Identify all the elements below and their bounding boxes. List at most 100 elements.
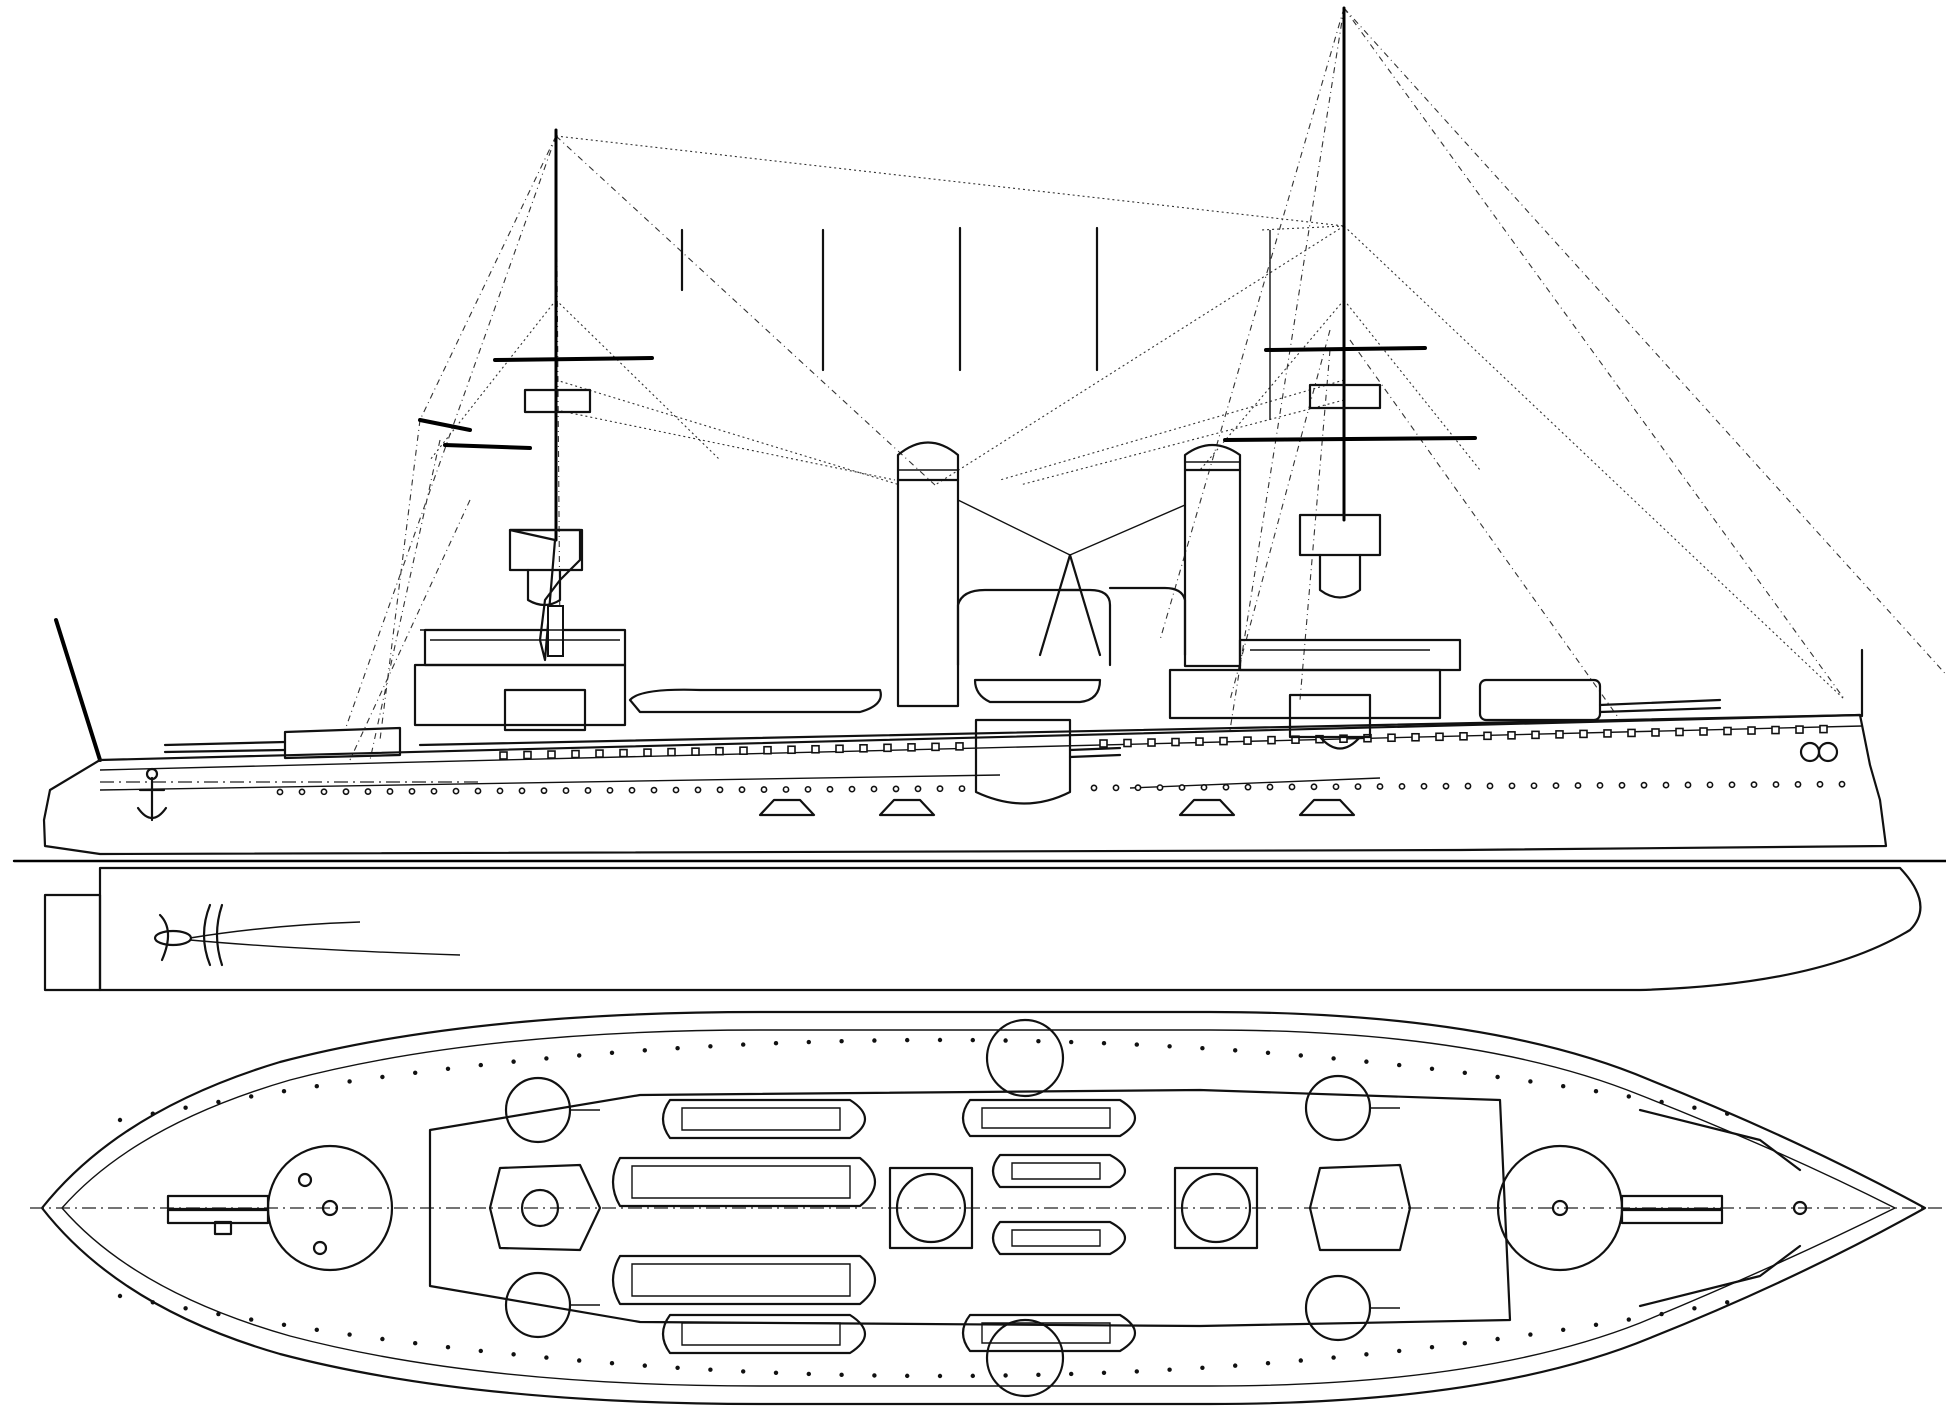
deck-fitting [511,1059,516,1064]
window [595,749,604,758]
deck-fitting [1167,1367,1172,1372]
window [1219,736,1228,746]
porthole [584,787,592,794]
porthole [738,786,746,794]
deck-fitting [1265,1361,1271,1366]
deck-fitting [347,1079,352,1084]
porthole [1596,782,1604,789]
hull-upper [42,713,1888,856]
porthole [848,785,856,793]
deck-fitting [445,1066,451,1072]
deck-fitting [544,1056,549,1061]
deck-fitting [413,1341,418,1346]
porthole [716,786,724,794]
deck-fitting [1003,1373,1008,1378]
deck-fitting [1298,1053,1304,1058]
porthole [342,788,350,796]
deck-fitting [675,1365,680,1371]
boat-interior [681,1107,841,1131]
porthole [1442,782,1450,790]
aft-funnel [1183,443,1242,668]
plan-funnels [888,1166,1259,1250]
window [739,746,748,756]
porthole [1486,782,1494,790]
window [1363,733,1372,743]
porthole [1090,784,1098,792]
deck-fitting [1495,1336,1500,1342]
porthole [1200,783,1208,791]
porthole [1398,782,1406,790]
window [1603,729,1612,738]
porthole [672,786,680,794]
window [1819,724,1828,734]
deck-fitting [544,1355,549,1360]
deck-fitting [839,1372,844,1378]
boat-crane [956,499,1187,667]
porthole [540,787,548,795]
porthole [826,785,834,793]
window [643,748,652,757]
porthole [804,785,812,793]
window [1771,725,1780,735]
deck-fitting [1692,1306,1697,1311]
deck-fitting [1331,1355,1336,1360]
porthole [1552,782,1560,790]
porthole [782,786,790,793]
portholes [276,724,1846,796]
aft-casemate-turret [1288,693,1372,739]
deck-fitting [1593,1089,1599,1094]
plan-fore-main-turret [166,1144,394,1272]
deck-fitting [1069,1371,1074,1377]
window [1675,727,1684,737]
deck-fitting [249,1094,254,1099]
rigging-lines [344,7,1946,761]
porthole [1530,782,1538,790]
porthole [1772,781,1780,788]
deck-fitting [577,1053,582,1058]
window [1531,730,1540,740]
deck-fitting [150,1300,155,1305]
midship-sponson [974,718,1072,805]
window [1579,729,1588,739]
casemate-opening [1178,798,1236,817]
boat [991,1153,1127,1189]
deck-fitting [1233,1048,1238,1053]
deck-fitting [839,1038,844,1044]
deck-fitting [380,1336,385,1342]
plan-aft-main-turret [1496,1144,1724,1272]
porthole [870,785,878,793]
window [1243,736,1252,745]
porthole [936,785,944,793]
deck-fitting [1364,1352,1369,1357]
porthole [430,787,438,795]
window [859,743,868,753]
deck-fitting [347,1332,352,1337]
aft-bridge-railing [1240,639,1440,651]
porthole [518,787,526,795]
window [763,745,772,755]
porthole [1684,781,1692,789]
porthole [1112,784,1120,792]
porthole [1332,783,1340,791]
deck-fitting [1626,1094,1632,1099]
deck-fitting [117,1293,123,1299]
porthole [1618,781,1626,789]
deck-fitting [1003,1038,1008,1043]
deck-fitting [511,1352,516,1357]
porthole [1508,782,1516,790]
window [787,745,796,755]
superstructure-hull-line [418,713,1862,747]
boat-interior [681,1322,841,1346]
fore-bridge-railing [420,629,625,641]
window [1195,737,1204,746]
window [811,744,820,754]
deck-fitting [1101,1041,1107,1046]
deck-fitting [741,1369,746,1374]
deck-fitting [1200,1045,1205,1051]
porthole [1750,781,1758,789]
porthole [1134,784,1142,792]
porthole [452,787,460,795]
deck-fitting [150,1111,155,1116]
porthole [408,787,416,795]
deck-fitting [1200,1365,1205,1371]
